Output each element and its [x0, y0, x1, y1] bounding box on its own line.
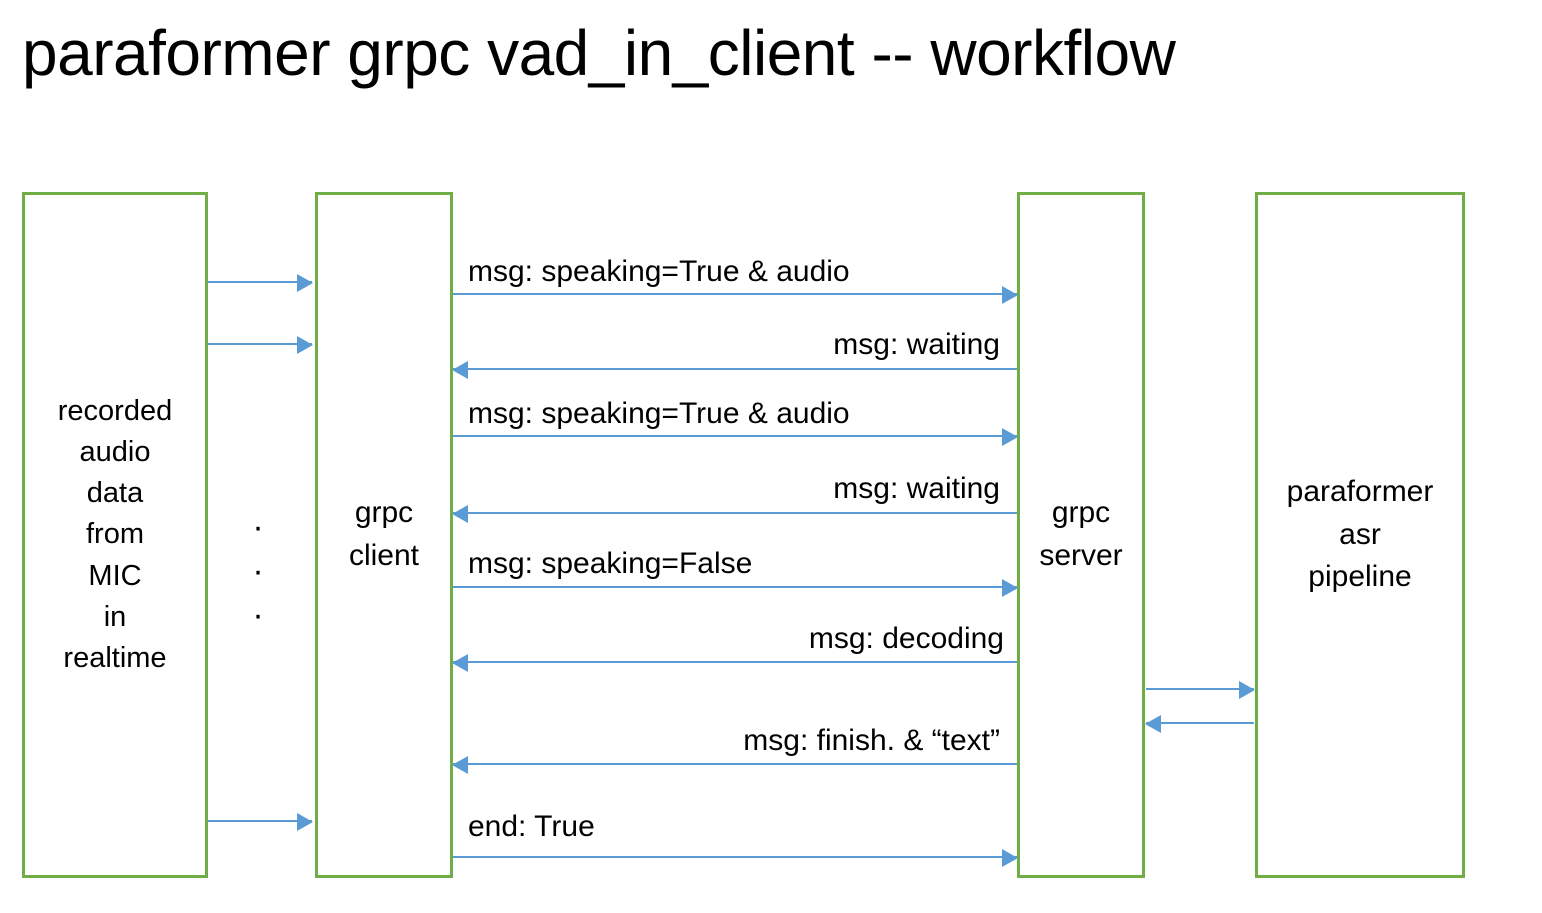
message-label-msg-speaking-true-audio-2: msg: speaking=True & audio: [468, 397, 850, 430]
arrow-msg-speaking-false: [453, 579, 1018, 597]
message-label-msg-speaking-true-audio-1: msg: speaking=True & audio: [468, 255, 850, 288]
ellipsis-dot: ·: [252, 596, 264, 634]
ellipsis-dot: ·: [252, 552, 264, 590]
lane-box-mic-source: recorded audio data from MIC in realtime: [22, 192, 208, 878]
arrow-msg-end-true: [453, 849, 1018, 867]
arrow-server-to-pipeline: [1146, 681, 1255, 699]
lane-box-grpc-server: grpc server: [1017, 192, 1145, 878]
arrow-msg-waiting-2: [452, 505, 1017, 523]
arrow-msg-finish-text: [452, 756, 1017, 774]
ellipsis-dot: ·: [252, 508, 264, 546]
arrow-msg-decoding: [452, 654, 1017, 672]
arrow-msg-speaking-true-audio-2: [453, 428, 1018, 446]
lane-label-grpc-client: grpc client: [348, 496, 420, 572]
lane-label-grpc-server: grpc server: [1039, 496, 1123, 572]
message-label-msg-waiting-1: msg: waiting: [833, 328, 1000, 361]
lane-label-mic-source: recorded audio data from MIC in realtime: [57, 394, 173, 674]
message-label-msg-end-true: end: True: [468, 810, 595, 843]
arrow-mic-to-client-1: [208, 274, 313, 292]
message-label-msg-waiting-2: msg: waiting: [833, 472, 1000, 505]
arrow-msg-waiting-1: [452, 361, 1017, 379]
lane-box-asr-pipeline: paraformer asr pipeline: [1255, 192, 1465, 878]
message-label-msg-decoding: msg: decoding: [808, 622, 1004, 655]
arrow-mic-to-client-3: [208, 813, 313, 831]
page-title: paraformer grpc vad_in_client -- workflo…: [22, 17, 1176, 89]
message-label-msg-speaking-false: msg: speaking=False: [468, 547, 753, 580]
lane-label-asr-pipeline: paraformer asr pipeline: [1286, 475, 1434, 594]
message-label-msg-finish-text: msg: finish. & “text”: [743, 724, 1000, 757]
arrow-msg-speaking-true-audio-1: [453, 286, 1018, 304]
ellipsis-dots: · · ·: [246, 505, 270, 637]
lane-box-grpc-client: grpc client: [315, 192, 453, 878]
arrow-pipeline-to-server: [1145, 715, 1254, 733]
arrow-mic-to-client-2: [208, 336, 313, 354]
